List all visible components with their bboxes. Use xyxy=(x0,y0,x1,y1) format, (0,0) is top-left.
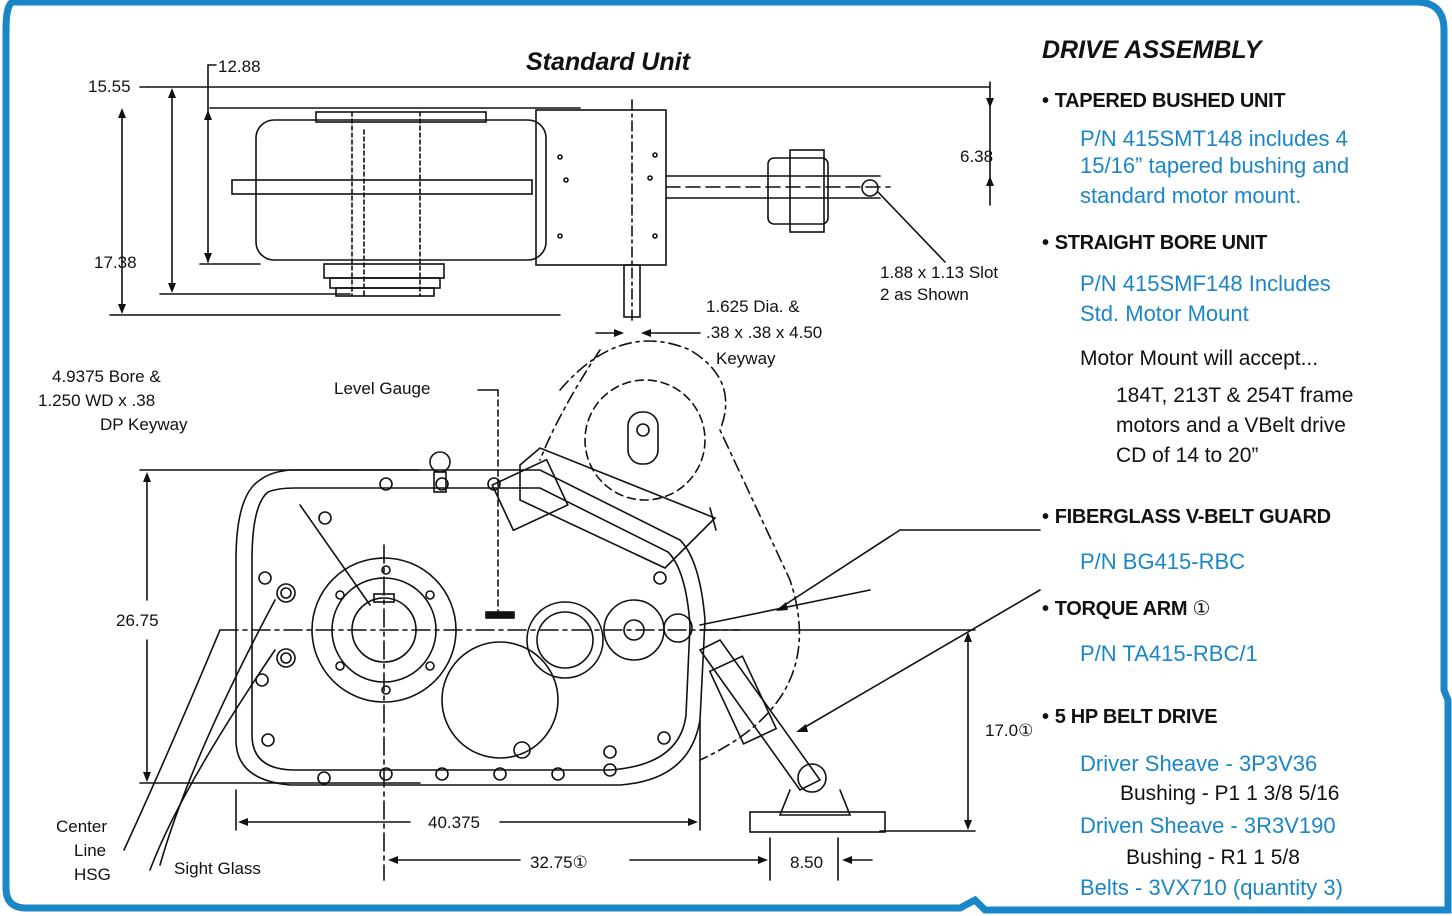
slot-note: 2 as Shown xyxy=(880,285,969,304)
level-gauge-label: Level Gauge xyxy=(334,379,431,398)
bore-label-1: 4.9375 Bore & xyxy=(52,367,161,386)
motor-mount-line-3: motors and a VBelt drive xyxy=(1116,414,1346,437)
center-line-label-3: HSG xyxy=(74,865,111,884)
top-view xyxy=(109,64,994,337)
torque-pn: P/N TA415-RBC/1 xyxy=(1080,641,1258,666)
center-line-label-1: Center xyxy=(56,817,108,836)
panel-title: DRIVE ASSEMBLY xyxy=(1042,36,1262,64)
belts: Belts - 3VX710 (quantity 3) xyxy=(1080,875,1343,900)
dim-17-0: 17.0① xyxy=(985,721,1034,740)
straight-line-2: Std. Motor Mount xyxy=(1080,301,1249,326)
dim-40-375: 40.375 xyxy=(428,813,480,832)
motor-mount-line-1: Motor Mount will accept... xyxy=(1080,347,1319,370)
driver-bushing: Bushing - P1 1 3/8 5/16 xyxy=(1120,782,1340,805)
center-line-label-2: Line xyxy=(74,841,107,860)
section-torque-heading: •TORQUE ARM ① xyxy=(1042,598,1211,620)
section-belt-heading: •5 HP BELT DRIVE xyxy=(1042,706,1218,728)
dim-15-55: 15.55 xyxy=(88,77,131,96)
guard-pn: P/N BG415-RBC xyxy=(1080,549,1246,574)
sight-glass-label: Sight Glass xyxy=(174,859,261,878)
tapered-line-3: standard motor mount. xyxy=(1080,183,1302,208)
motor-mount-line-2: 184T, 213T & 254T frame xyxy=(1116,384,1354,407)
driven-bushing: Bushing - R1 1 5/8 xyxy=(1126,846,1300,869)
dim-8-50: 8.50 xyxy=(790,853,824,872)
drawing-caption: Standard Unit xyxy=(526,48,690,76)
section-tapered-heading: •TAPERED BUSHED UNIT xyxy=(1042,90,1286,112)
note-mark-icon: ① xyxy=(1192,598,1211,620)
straight-line-1: P/N 415SMF148 Includes xyxy=(1080,271,1331,296)
tapered-line-1: P/N 415SMT148 includes 4 xyxy=(1080,126,1348,151)
dim-12-88: 12.88 xyxy=(218,57,261,76)
motor-mount-line-4: CD of 14 to 20” xyxy=(1116,444,1259,467)
dim-26-75: 26.75 xyxy=(116,611,159,630)
front-view xyxy=(123,340,1041,881)
note-mark-icon: ① xyxy=(1018,721,1034,740)
tapered-line-2: 15/16” tapered bushing and xyxy=(1080,153,1350,178)
slot-label: 1.88 x 1.13 Slot xyxy=(880,263,999,282)
dim-17-38: 17.38 xyxy=(94,253,137,272)
bore-label-2: 1.250 WD x .38 xyxy=(38,391,156,410)
dim-6-38: 6.38 xyxy=(960,147,994,166)
bore-label-3: DP Keyway xyxy=(100,415,188,434)
dim-32-75: 32.75① xyxy=(530,853,588,872)
note-mark-icon: ① xyxy=(572,853,588,872)
shaft-label-3: Keyway xyxy=(716,349,776,368)
shaft-label-2: .38 x .38 x 4.50 xyxy=(706,323,823,342)
shaft-label-1: 1.625 Dia. & xyxy=(706,297,800,316)
section-straight-heading: •STRAIGHT BORE UNIT xyxy=(1042,232,1268,254)
section-guard-heading: •FIBERGLASS V-BELT GUARD xyxy=(1042,506,1331,528)
driver-sheave: Driver Sheave - 3P3V36 xyxy=(1080,751,1318,776)
driven-sheave: Driven Sheave - 3R3V190 xyxy=(1080,813,1336,838)
